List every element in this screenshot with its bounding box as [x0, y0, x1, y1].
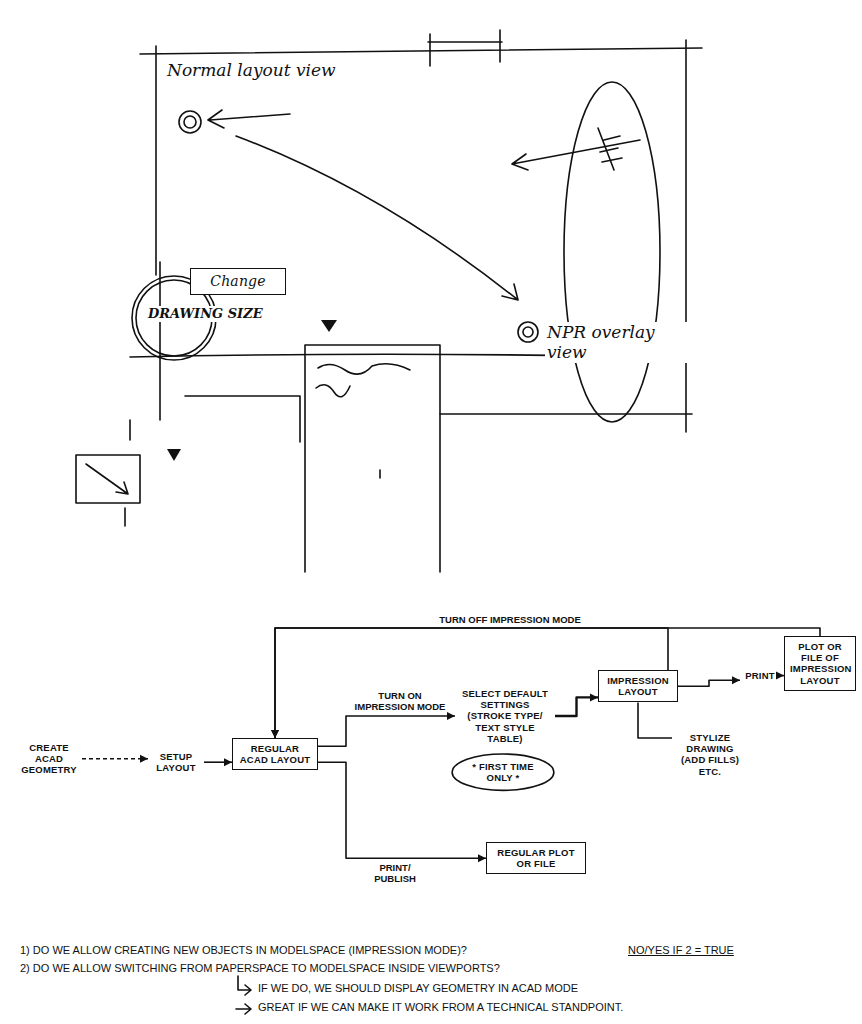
node-text: IMPRESSION LAYOUT — [604, 675, 672, 697]
arrowhead — [776, 672, 784, 680]
connector-line — [275, 628, 820, 738]
panel-outline — [185, 396, 300, 442]
note-text: 2) DO WE ALLOW SWITCHING FROM PAPERSPACE… — [18, 962, 502, 975]
step-text: STYLIZE DRAWING (ADD FILLS) ETC. — [672, 728, 748, 781]
frame-line — [159, 262, 161, 420]
frame-line — [379, 470, 381, 478]
node-text: CREATE ACAD GEOMETRY — [21, 742, 77, 776]
scribble — [318, 364, 410, 374]
note-arrow — [236, 1004, 251, 1014]
arrowhead — [478, 854, 486, 862]
arrowhead — [271, 730, 279, 738]
top-bracket — [428, 30, 502, 66]
node-text: SETUP LAYOUT — [153, 751, 199, 773]
frame-line — [155, 46, 157, 275]
oval-outline — [452, 754, 554, 790]
icon-arrow — [86, 464, 128, 494]
view-circle — [523, 327, 533, 337]
connector-line — [318, 716, 455, 746]
connector-line — [638, 702, 672, 738]
scribble — [598, 128, 622, 170]
connector — [776, 672, 784, 680]
arrowhead — [140, 755, 148, 763]
node-text: REGULAR PLOT OR FILE — [492, 847, 580, 869]
edge-label: TURN OFF IMPRESSION MODE — [420, 614, 600, 625]
frame-line — [685, 40, 687, 432]
connector — [318, 712, 455, 746]
scribble — [316, 385, 350, 397]
node-text: Change — [197, 273, 279, 290]
node-text: SELECT DEFAULT SETTINGS (STROKE TYPE/ TE… — [460, 688, 550, 744]
note-answer: NO/YES IF 2 = TRUE — [626, 944, 736, 957]
note-text: 1) DO WE ALLOW CREATING NEW OBJECTS IN M… — [18, 944, 469, 957]
frame-line — [129, 420, 131, 440]
process-box: IMPRESSION LAYOUT — [598, 670, 678, 702]
connector-line — [82, 758, 148, 760]
connector — [638, 702, 672, 738]
connector — [555, 693, 598, 716]
arrowhead — [732, 676, 740, 684]
process-box: REGULAR ACAD LAYOUT — [232, 738, 318, 770]
node-text: STYLIZE DRAWING (ADD FILLS) ETC. — [677, 732, 743, 777]
note-text: IF WE DO, WE SHOULD DISPLAY GEOMETRY IN … — [256, 982, 580, 995]
view-circle — [184, 116, 196, 128]
button-label: DRAWING SIZE — [146, 306, 265, 322]
connector — [678, 676, 740, 686]
note-text: GREAT IF WE CAN MAKE IT WORK FROM A TECH… — [256, 1001, 625, 1014]
edge-label: PRINT/ PUBLISH — [360, 862, 430, 884]
triangle-mark — [167, 449, 181, 461]
frame-line — [124, 508, 126, 526]
view-label: NPR overlay view — [545, 322, 695, 363]
sketch-arrow — [512, 140, 640, 170]
edge-label: TURN ON IMPRESSION MODE — [352, 690, 448, 712]
step-text: PRINT — [740, 666, 780, 685]
note-arrow — [238, 976, 251, 995]
step-text: SELECT DEFAULT SETTINGS (STROKE TYPE/ TE… — [455, 684, 555, 748]
view-circle — [518, 322, 538, 342]
node-text: * FIRST TIME ONLY * — [464, 761, 542, 783]
frame-line — [140, 48, 702, 54]
note-oval: * FIRST TIME ONLY * — [450, 752, 556, 792]
node-text: PLOT OR FILE OF IMPRESSION LAYOUT — [790, 641, 850, 686]
frame-line — [130, 354, 592, 357]
arrowhead — [271, 730, 279, 738]
step-text: CREATE ACAD GEOMETRY — [16, 738, 82, 780]
icon-box — [76, 455, 140, 503]
arrowhead — [447, 712, 455, 720]
node-text: REGULAR ACAD LAYOUT — [238, 743, 312, 765]
view-label: Normal layout view — [165, 60, 338, 80]
process-box: PLOT OR FILE OF IMPRESSION LAYOUT — [784, 636, 856, 691]
triangle-mark — [321, 320, 337, 332]
view-circle — [179, 111, 201, 133]
sketch-arrow — [208, 110, 290, 128]
connector — [204, 758, 232, 766]
button-box: Change — [190, 268, 286, 295]
connector — [82, 755, 148, 763]
panel-outline — [305, 345, 440, 572]
process-box: REGULAR PLOT OR FILE — [486, 842, 586, 874]
frame-line — [440, 413, 692, 415]
arrowhead — [224, 758, 232, 766]
node-text: PRINT — [745, 670, 775, 681]
connector-line — [678, 680, 740, 686]
arrowhead — [590, 693, 598, 701]
overlay-ellipse — [564, 82, 660, 422]
step-text: SETUP LAYOUT — [148, 747, 204, 777]
connector — [271, 628, 820, 738]
